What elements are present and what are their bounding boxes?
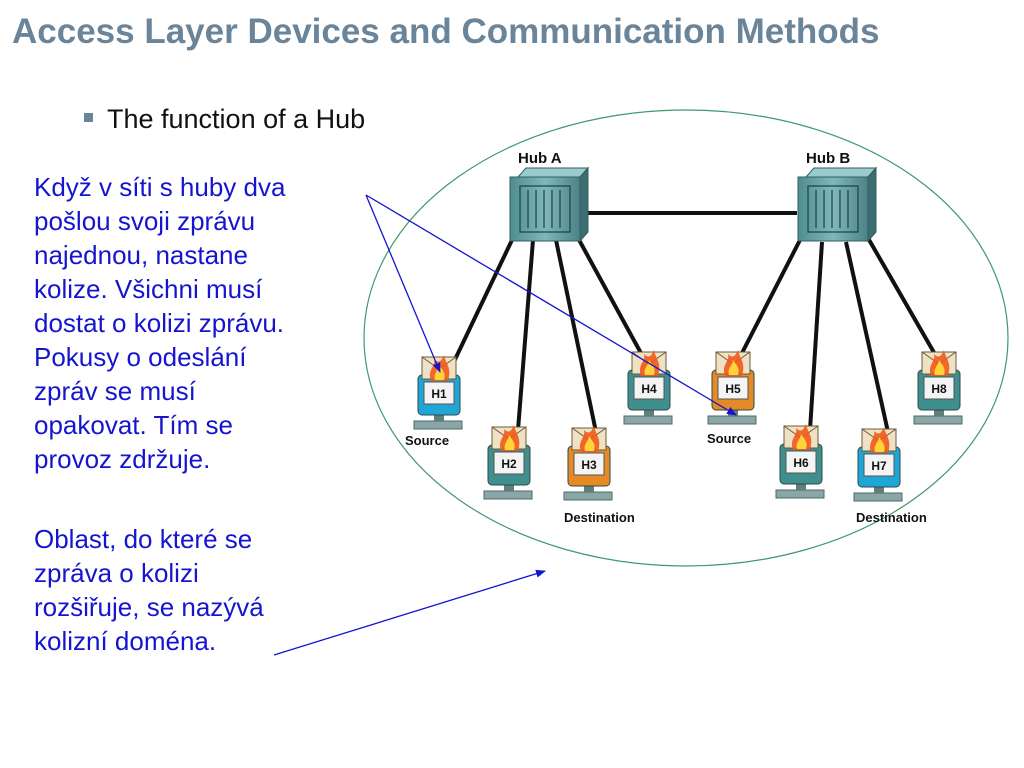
monitor-screen bbox=[493, 451, 525, 475]
host-h4: H4 bbox=[623, 350, 673, 425]
collision-domain-ellipse bbox=[363, 109, 1009, 567]
monitor-stand bbox=[434, 413, 444, 421]
hub-a-cables bbox=[448, 237, 644, 433]
host-label: H5 bbox=[725, 382, 741, 396]
monitor-stand bbox=[504, 483, 514, 491]
host-label: H6 bbox=[793, 456, 809, 470]
host-label: H1 bbox=[431, 387, 447, 401]
host-h2: H2 bbox=[483, 425, 533, 500]
paragraph-line: zpráv se musí bbox=[34, 376, 196, 406]
monitor-screen bbox=[633, 376, 665, 400]
paragraph-line: provoz zdržuje. bbox=[34, 444, 211, 474]
hub-b-cables bbox=[740, 237, 938, 433]
slide-title: Access Layer Devices and Communication M… bbox=[12, 12, 880, 51]
arrow-to-ellipse bbox=[273, 569, 546, 656]
monitor-screen bbox=[863, 453, 895, 477]
hub-a-label: Hub A bbox=[518, 150, 562, 167]
paragraph-line: rozšiřuje, se nazývá bbox=[34, 592, 264, 622]
monitor-screen bbox=[923, 376, 955, 400]
paragraph-line: dostat o kolizi zprávu. bbox=[34, 308, 285, 338]
paragraph-line: zpráva o kolizi bbox=[34, 558, 199, 588]
monitor-screen bbox=[423, 381, 455, 405]
bullet-marker bbox=[84, 113, 93, 122]
arrow-to-h1 bbox=[365, 194, 441, 373]
keyboard-shape bbox=[853, 492, 903, 502]
paragraph-line: pošlou svoji zprávu bbox=[34, 206, 256, 236]
keyboard-shape bbox=[623, 415, 673, 425]
host-label: H3 bbox=[581, 458, 597, 472]
collision-domain-paragraph: Oblast, do které se zpráva o kolizi rozš… bbox=[34, 522, 264, 658]
flame-core bbox=[874, 437, 885, 452]
host-role-label: Source bbox=[405, 433, 449, 448]
paragraph-line: Když v síti s huby dva bbox=[34, 172, 286, 202]
monitor-stand bbox=[644, 408, 654, 416]
host-role-label: Destination bbox=[856, 510, 927, 525]
monitor-stand bbox=[584, 484, 594, 492]
paragraph-line: kolize. Všichni musí bbox=[34, 274, 263, 304]
monitor-screen bbox=[573, 452, 605, 476]
paragraph-line: Pokusy o odeslání bbox=[34, 342, 247, 372]
keyboard-shape bbox=[775, 489, 825, 499]
host-role-label: Destination bbox=[564, 510, 635, 525]
flame-core bbox=[934, 360, 945, 375]
paragraph-line: kolizní doména. bbox=[34, 626, 217, 656]
monitor-stand bbox=[874, 485, 884, 493]
flame-core bbox=[796, 434, 807, 449]
flame-core bbox=[728, 360, 739, 375]
paragraph-line: Oblast, do které se bbox=[34, 524, 253, 554]
host-label: H7 bbox=[871, 459, 887, 473]
flame-core bbox=[504, 435, 515, 450]
host-h8: H8 bbox=[913, 350, 963, 425]
host-label: H2 bbox=[501, 457, 517, 471]
flame-core bbox=[584, 436, 595, 451]
monitor-screen bbox=[785, 450, 817, 474]
paragraph-line: najednou, nastane bbox=[34, 240, 248, 270]
keyboard-shape bbox=[563, 491, 613, 501]
flame-core bbox=[644, 360, 655, 375]
hub-a: Hub A bbox=[509, 150, 590, 243]
hub-b-label: Hub B bbox=[806, 150, 850, 167]
keyboard-shape bbox=[707, 415, 757, 425]
keyboard-shape bbox=[413, 420, 463, 430]
bullet-text: The function of a Hub bbox=[107, 104, 366, 134]
host-label: H8 bbox=[931, 382, 947, 396]
monitor-screen bbox=[717, 376, 749, 400]
keyboard-shape bbox=[483, 490, 533, 500]
host-label: H4 bbox=[641, 382, 657, 396]
bullet-item: The function of a Hub bbox=[84, 104, 365, 135]
host-role-label: Source bbox=[707, 431, 751, 446]
monitor-stand bbox=[796, 482, 806, 490]
keyboard-shape bbox=[913, 415, 963, 425]
host-h6: H6 bbox=[775, 424, 825, 499]
collision-paragraph: Když v síti s huby dva pošlou svoji zprá… bbox=[34, 170, 285, 476]
paragraph-line: opakovat. Tím se bbox=[34, 410, 233, 440]
arrow-to-h5 bbox=[365, 194, 737, 416]
hub-b: Hub B bbox=[797, 150, 878, 243]
monitor-stand bbox=[934, 408, 944, 416]
annotation-arrows bbox=[273, 194, 737, 656]
